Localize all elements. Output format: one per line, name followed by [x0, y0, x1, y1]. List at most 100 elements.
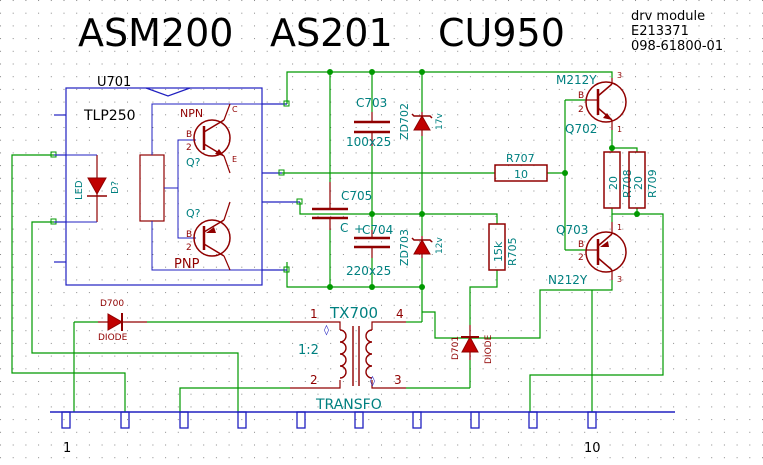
c705-ref: C705: [341, 189, 372, 203]
tx-dot-primary: ◊: [324, 324, 329, 336]
junction: [562, 170, 568, 176]
part-number-as201: AS201: [270, 11, 393, 55]
junction: [419, 284, 425, 290]
module-line-1: drv module: [631, 9, 705, 24]
wire-gate-out: [529, 213, 664, 412]
npn-pin-2: 2: [186, 143, 192, 153]
r708-ref: R708: [621, 169, 634, 198]
q702-pin-3: 3: [617, 71, 622, 80]
connector-pin-10-label: 10: [584, 441, 601, 456]
c705-value: C: [340, 221, 348, 235]
driver-base-bot: [177, 188, 196, 239]
junction: [327, 284, 333, 290]
d701-value: DIODE: [484, 334, 494, 364]
junction: [419, 211, 425, 217]
junction: [327, 69, 333, 75]
wire-led-anode: [11, 154, 126, 412]
tx-pin-1: 1: [310, 307, 318, 321]
u701-ref: U701: [97, 75, 131, 90]
q702-value: M212Y: [556, 73, 597, 87]
q703-ref: Q703: [556, 223, 588, 237]
connector-pin: [296, 411, 306, 429]
q702-transistor-icon: [585, 78, 627, 130]
npn-pin-e: E: [232, 155, 237, 164]
d700-diode: D700 DIODE: [98, 299, 147, 343]
r708-resistor: 20 R708: [603, 151, 634, 209]
r709-value: 20: [632, 176, 645, 190]
r707-resistor: R707 10: [494, 152, 548, 182]
c705-capacitor: C705 C: [312, 182, 372, 235]
d701-ref: D701: [451, 336, 461, 360]
r709-resistor: 20 R709: [628, 151, 659, 209]
q703-pin-b: B: [578, 240, 584, 250]
junction: [369, 211, 375, 217]
connector-pin: [120, 411, 130, 429]
c704-value: 220x25: [346, 264, 391, 278]
d700-ref: D700: [100, 299, 124, 309]
led-label: LED: [74, 180, 85, 200]
connector-pin: [237, 411, 247, 429]
r705-value: 15k: [492, 241, 505, 262]
tx700-ratio: 1:2: [298, 343, 319, 358]
junction: [369, 284, 375, 290]
q702-pin-b: B: [578, 91, 584, 101]
connector-pin: [354, 411, 364, 429]
wire-led-cathode: [31, 221, 239, 412]
q702-pin-1: 1: [617, 125, 622, 134]
wire-mid-rail: [299, 202, 498, 224]
q703-pin-1: 1: [617, 223, 622, 232]
npn-label: NPN: [180, 107, 203, 120]
junction: [369, 69, 375, 75]
q703-value: N212Y: [548, 273, 588, 287]
c703-value: 100x25: [346, 135, 391, 149]
connector-pin: [179, 411, 189, 429]
u701-body: [65, 87, 263, 286]
wire-tx-pin2: [179, 387, 290, 412]
zd702-ref: ZD702: [398, 103, 411, 140]
c703-ref: C703: [356, 96, 387, 110]
q703-pin-2: 2: [578, 253, 584, 263]
r705-resistor: 15k R705: [488, 223, 519, 271]
r708-value: 20: [607, 176, 620, 190]
r707-value: 10: [514, 168, 528, 181]
title-block: ASM200 AS201 CU950 drv module E213371 09…: [78, 9, 723, 55]
npn-pin-b: B: [186, 130, 192, 140]
driver-lead-bot: [151, 221, 262, 271]
tx700-ref: TX700: [329, 304, 378, 322]
u701-optocoupler: U701 TLP250 LED D?: [50, 75, 303, 286]
c704-capacitor: + C704 220x25: [346, 222, 393, 278]
part-number-cu950: CU950: [438, 11, 565, 55]
driver-lead-top: [151, 103, 262, 155]
zd703-value: 12v: [435, 237, 445, 254]
zd702-zener: ZD702 17v: [398, 103, 445, 140]
zd702-value: 17v: [435, 113, 445, 130]
junction: [419, 69, 425, 75]
r705-ref: R705: [506, 237, 519, 266]
q703-transistor-icon: [585, 222, 627, 280]
module-line-3: 098-61800-01: [631, 39, 723, 54]
led-icon: [87, 177, 107, 196]
u701-pin-squares: [50, 100, 303, 273]
connector-pin-1-label: 1: [63, 441, 71, 456]
junctions: [327, 69, 640, 290]
part-number-asm200: ASM200: [78, 11, 233, 55]
pnp-label: PNP: [174, 257, 200, 272]
junction: [634, 211, 640, 217]
tx700-transformer: ◊ ◊: [290, 321, 406, 389]
pnp-ref: Q?: [186, 207, 201, 220]
tx-dot-secondary: ◊: [370, 375, 375, 387]
q702-pin-2: 2: [578, 105, 584, 115]
wire-q703-collector: [422, 280, 613, 339]
zd703-ref: ZD703: [398, 229, 411, 266]
wire-q702-emitter: [611, 130, 638, 152]
q702-ref: Q702: [565, 122, 597, 136]
zd703-zener: ZD703 12v: [398, 229, 445, 266]
c704-ref: C704: [362, 223, 393, 237]
u701-value: TLP250: [83, 108, 136, 124]
tx-pin-2: 2: [310, 373, 318, 387]
connector-pin: [412, 411, 422, 429]
d700-value: DIODE: [98, 333, 128, 343]
pnp-transistor-icon: [193, 201, 231, 271]
npn-transistor-icon: [193, 103, 231, 174]
npn-ref: Q?: [186, 156, 201, 169]
